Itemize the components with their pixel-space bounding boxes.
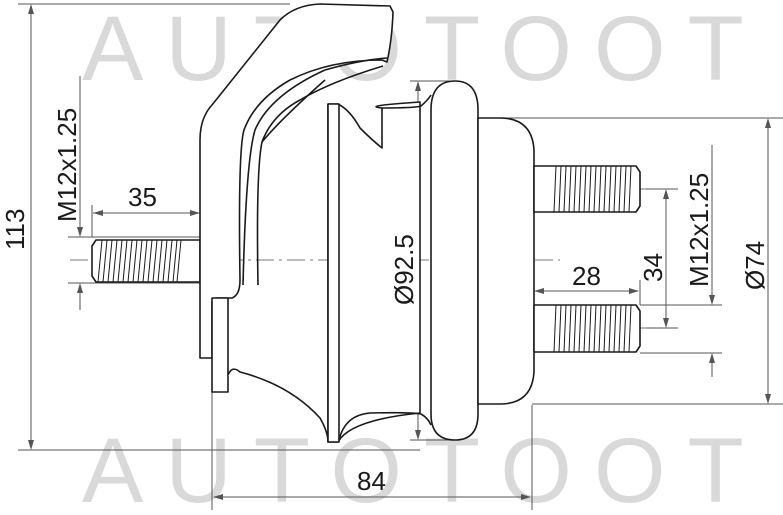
dim-stud-spacing: 34 <box>638 253 668 282</box>
dimension-labels: 113 M12x1.25 35 Ø92.5 84 28 34 M12x1.25 … <box>0 108 770 496</box>
watermark-top: AUTOTOOT <box>82 0 766 100</box>
lower-stud-threads <box>553 304 632 353</box>
dim-flange-diameter: Ø74 <box>740 241 770 290</box>
right-stud-lower <box>533 304 641 353</box>
dim-main-diameter: Ø92.5 <box>389 234 419 305</box>
dim-overall-length: 84 <box>357 466 386 496</box>
dim-left-stud-length: 35 <box>128 182 157 212</box>
left-stud <box>91 239 201 283</box>
engine-mount-body <box>91 3 641 443</box>
watermark: AUTOTOOT AUTOTOOT <box>82 0 766 515</box>
upper-stud-threads <box>553 165 632 213</box>
left-stud-threads <box>97 239 182 283</box>
watermark-bottom: AUTOTOOT <box>82 420 766 515</box>
dim-left-thread: M12x1.25 <box>52 108 82 222</box>
dim-overall-height: 113 <box>0 209 30 250</box>
right-stud-upper <box>533 165 641 213</box>
dim-right-stud-length: 28 <box>572 261 601 291</box>
dim-right-thread: M12x1.25 <box>684 173 714 287</box>
